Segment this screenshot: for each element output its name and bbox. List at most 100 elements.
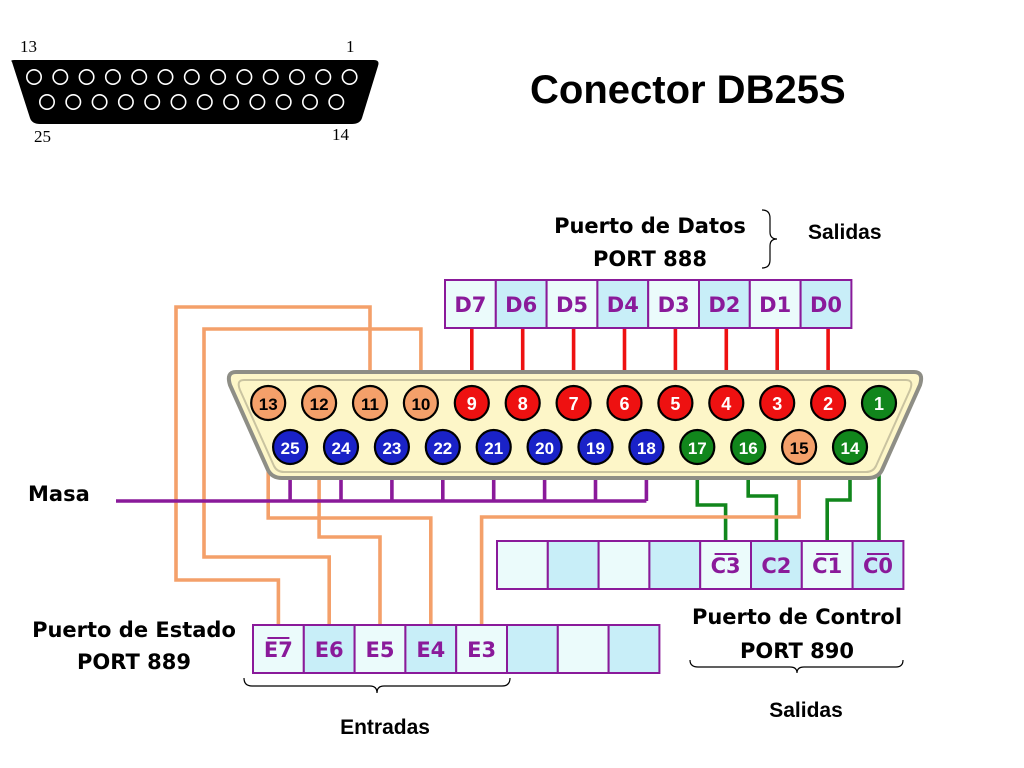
status-port-address: PORT 889 xyxy=(77,650,191,674)
data_port-bit-d5: D5 xyxy=(556,293,588,317)
pin-label-3: 3 xyxy=(772,394,782,414)
data-port-title: Puerto de Datos xyxy=(554,214,746,238)
control-port-title: Puerto de Control xyxy=(692,605,902,629)
pin-label-6: 6 xyxy=(619,394,629,414)
pin-label-24: 24 xyxy=(332,439,351,458)
data_port-cell-6 xyxy=(748,279,802,329)
control_port-bit-c0: C0 xyxy=(863,554,893,578)
pin-7: 7 xyxy=(555,384,592,422)
data_port-bit-d4: D4 xyxy=(607,293,639,317)
control-port-brace xyxy=(689,659,904,674)
control_port-bit-c1: C1 xyxy=(812,554,842,578)
pin-label-18: 18 xyxy=(637,439,656,458)
data-port-direction: Salidas xyxy=(808,221,882,244)
status_port-cell-6 xyxy=(556,624,610,674)
data-port-address: PORT 888 xyxy=(593,247,707,271)
pin-19: 19 xyxy=(577,428,614,466)
pin-4: 4 xyxy=(708,384,745,422)
pin-label-2: 2 xyxy=(823,394,833,414)
control_port-bit-c3: C3 xyxy=(711,554,741,578)
pin-16: 16 xyxy=(730,428,767,466)
pin-14: 14 xyxy=(831,428,869,466)
pin-label-12: 12 xyxy=(310,395,329,414)
status_port-cell-5 xyxy=(506,624,559,674)
control_port-cell-4 xyxy=(699,540,753,590)
data_port-bit-d3: D3 xyxy=(658,293,690,317)
pin-11: 11 xyxy=(351,384,389,422)
pin-21: 21 xyxy=(475,428,512,466)
pin-label-22: 22 xyxy=(433,439,452,458)
pin-6: 6 xyxy=(606,384,643,422)
control_port-cell-1 xyxy=(546,540,600,590)
data_port-bit-d0: D0 xyxy=(810,293,842,317)
pin-8: 8 xyxy=(504,384,541,422)
pin-label-7: 7 xyxy=(569,394,579,414)
pin-label-4: 4 xyxy=(721,394,731,414)
pin-label-19: 19 xyxy=(586,439,605,458)
pin-label-14: 14 xyxy=(841,439,860,458)
control_port-cell-6 xyxy=(800,540,854,590)
pin-1: 1 xyxy=(860,384,898,422)
mini-connector-icon: 13 1 25 14 xyxy=(11,37,379,146)
pin-18: 18 xyxy=(628,428,665,466)
status_port-bit-e3: E3 xyxy=(467,638,496,662)
data_port-cell-7 xyxy=(799,279,853,329)
data_port-cell-3 xyxy=(596,279,650,329)
pin-12: 12 xyxy=(301,384,338,422)
pin-label-23: 23 xyxy=(382,439,401,458)
data_port-cell-0 xyxy=(444,279,497,329)
pin-label-21: 21 xyxy=(484,439,503,458)
pin-label-16: 16 xyxy=(739,439,758,458)
pin-3: 3 xyxy=(759,384,796,422)
control_port-cell-2 xyxy=(597,540,651,590)
pin-label-13: 13 xyxy=(259,395,278,414)
control_port-cell-3 xyxy=(648,540,702,590)
data-port-brace xyxy=(761,209,778,269)
control-port-direction: Salidas xyxy=(769,699,843,722)
ground-label: Masa xyxy=(28,482,90,506)
mini-label-25: 25 xyxy=(34,127,51,146)
pin-9: 9 xyxy=(453,384,490,422)
data_port-bit-d7: D7 xyxy=(454,293,486,317)
data_port-cell-4 xyxy=(647,279,701,329)
status_port-bit-e5: E5 xyxy=(366,638,395,662)
pin-label-17: 17 xyxy=(688,439,707,458)
pin-label-5: 5 xyxy=(670,394,680,414)
pin-2: 2 xyxy=(809,384,847,422)
page-title: Conector DB25S xyxy=(530,68,846,112)
status-wire-pin-11 xyxy=(174,305,372,625)
pin-17: 17 xyxy=(679,428,716,466)
data_port-bit-d1: D1 xyxy=(759,293,791,317)
pin-5: 5 xyxy=(657,384,694,422)
status-port-title: Puerto de Estado xyxy=(32,618,236,642)
pin-label-9: 9 xyxy=(467,394,477,414)
data_port-bit-d6: D6 xyxy=(505,293,537,317)
pin-24: 24 xyxy=(322,428,360,466)
status_port-bit-e4: E4 xyxy=(416,638,445,662)
pin-label-1: 1 xyxy=(874,394,884,414)
pin-label-25: 25 xyxy=(281,439,300,458)
control_port-cell-0 xyxy=(496,540,549,590)
mini-label-14: 14 xyxy=(332,125,350,144)
pin-13: 13 xyxy=(250,384,287,422)
pin-label-8: 8 xyxy=(518,394,528,414)
status-wire-pin-15 xyxy=(479,447,801,625)
control_port-cell-7 xyxy=(851,540,905,590)
pin-label-10: 10 xyxy=(411,395,430,414)
mini-label-1: 1 xyxy=(346,37,355,56)
status-port-direction: Entradas xyxy=(340,716,430,739)
pin-label-20: 20 xyxy=(535,439,554,458)
status-wire-pin-10 xyxy=(202,327,423,625)
control_port-cell-5 xyxy=(750,540,803,590)
pin-10: 10 xyxy=(402,384,439,422)
pin-label-15: 15 xyxy=(790,439,809,458)
status_port-bit-e6: E6 xyxy=(315,638,344,662)
status_port-bit-e7: E7 xyxy=(264,638,293,662)
status_port-cell-4 xyxy=(455,624,509,674)
mini-label-13: 13 xyxy=(20,37,37,56)
